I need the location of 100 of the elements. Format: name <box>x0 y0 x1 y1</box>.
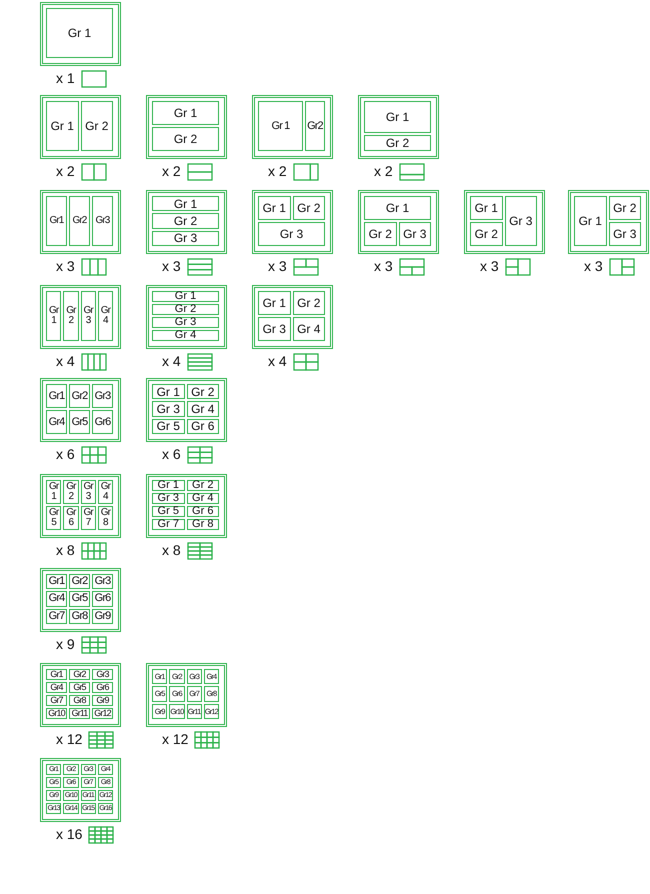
graph-pane: Gr2 <box>69 196 90 246</box>
count-label: x 3 <box>374 258 393 274</box>
graph-pane: Gr 1 <box>46 101 78 151</box>
graph-pane: Gr7 <box>46 695 67 706</box>
graph-pane: Gr 3 <box>258 222 325 246</box>
graph-pane: Gr2 <box>69 669 90 680</box>
count-label: x 3 <box>584 258 603 274</box>
layout-frame <box>252 95 333 159</box>
graph-pane: Gr8 <box>69 608 90 624</box>
graph-pane: Gr 8 <box>186 519 219 530</box>
count-label: x 8 <box>162 542 181 558</box>
graph-pane: Gr2 <box>304 101 325 151</box>
graph-pane: Gr 3 <box>152 401 184 417</box>
graph-pane: Gr 3 <box>80 480 96 504</box>
graph-pane: Gr 3 <box>152 493 184 504</box>
graph-pane: Gr 1 <box>152 384 184 400</box>
layout-frame <box>40 663 121 727</box>
count-label: x 2 <box>268 163 287 179</box>
graph-pane: Gr 8 <box>98 506 113 530</box>
graph-pane: Gr 6 <box>63 506 78 530</box>
graph-pane: Gr 4 <box>152 330 219 341</box>
graph-pane: Gr 3 <box>398 222 431 246</box>
graph-pane: Gr 4 <box>186 493 219 504</box>
graph-pane: Gr 3 <box>152 230 219 246</box>
count-label: x 9 <box>56 636 75 652</box>
graph-pane: Gr 1 <box>152 101 219 125</box>
graph-pane: Gr 2 <box>186 480 219 491</box>
count-label: x 4 <box>162 353 181 369</box>
count-label: x 4 <box>56 353 75 369</box>
layout-frame <box>252 285 333 349</box>
graph-pane: Gr 5 <box>46 506 62 530</box>
graph-pane: Gr 7 <box>152 519 184 530</box>
count-label: x 3 <box>480 258 499 274</box>
graph-pane: Gr5 <box>69 410 90 434</box>
count-label: x 12 <box>56 731 82 747</box>
graph-pane: Gr7 <box>46 608 67 624</box>
graph-pane: Gr4 <box>46 682 67 693</box>
graph-pane: Gr 1 <box>364 196 431 220</box>
graph-pane: Gr9 <box>92 695 113 706</box>
count-label: x 4 <box>268 353 287 369</box>
graph-pane: Gr 1 <box>46 291 62 341</box>
count-label: x 2 <box>162 163 181 179</box>
graph-pane: Gr 1 <box>258 291 290 315</box>
graph-pane: Gr 4 <box>292 317 325 341</box>
layout-frame <box>146 378 227 442</box>
graph-pane: Gr12 <box>92 708 113 719</box>
layout-frame <box>146 95 227 159</box>
layout-frame <box>146 190 227 254</box>
graph-pane: Gr 2 <box>292 291 325 315</box>
graph-pane: Gr 1 <box>258 101 303 151</box>
graph-pane: Gr 1 <box>152 480 184 491</box>
count-label: x 3 <box>162 258 181 274</box>
graph-pane: Gr 2 <box>608 196 641 220</box>
graph-pane: Gr 1 <box>152 291 219 302</box>
graph-pane: Gr 1 <box>258 196 290 220</box>
graph-pane: Gr 2 <box>364 135 431 151</box>
graph-pane: Gr4 <box>46 410 67 434</box>
layout-frame <box>358 190 439 254</box>
graph-pane: Gr 7 <box>80 506 96 530</box>
layout-frame <box>40 95 121 159</box>
graph-pane: Gr6 <box>92 410 113 434</box>
graph-pane: Gr 1 <box>46 480 62 504</box>
graph-pane: Gr 2 <box>292 196 325 220</box>
count-label: x 3 <box>56 258 75 274</box>
layout-frame <box>146 663 227 727</box>
count-label: x 8 <box>56 542 75 558</box>
layout-frame <box>146 285 227 349</box>
graph-pane: Gr 1 <box>364 101 431 134</box>
graph-pane: Gr 2 <box>152 213 219 229</box>
graph-pane: Gr2 <box>69 574 90 590</box>
graph-pane: Gr 2 <box>186 384 219 400</box>
graph-pane: Gr1 <box>46 384 67 408</box>
layout-frame <box>40 568 121 632</box>
graph-pane: Gr 3 <box>80 291 96 341</box>
graph-pane: Gr4 <box>46 591 67 607</box>
layout-frame <box>40 378 121 442</box>
graph-pane: Gr1 <box>46 574 67 590</box>
graph-pane: Gr10 <box>46 708 67 719</box>
layout-frame <box>40 2 121 66</box>
graph-pane: Gr 2 <box>80 101 113 151</box>
graph-pane: Gr 1 <box>152 196 219 212</box>
layout-frame <box>40 190 121 254</box>
count-label: x 6 <box>56 446 75 462</box>
graph-pane: Gr 1 <box>574 196 606 246</box>
count-label: x 12 <box>162 731 188 747</box>
graph-pane: Gr 3 <box>152 317 219 328</box>
layout-frame <box>358 95 439 159</box>
graph-pane: Gr 2 <box>470 222 502 246</box>
graph-pane: Gr 4 <box>98 480 113 504</box>
graph-pane: Gr 2 <box>152 127 219 151</box>
count-label: x 1 <box>56 70 75 86</box>
graph-pane: Gr 6 <box>186 418 219 434</box>
layout-frame <box>252 190 333 254</box>
graph-pane: Gr5 <box>69 682 90 693</box>
layout-frame <box>40 758 121 822</box>
graph-pane: Gr2 <box>69 384 90 408</box>
graph-pane: Gr3 <box>92 669 113 680</box>
graph-pane: Gr 2 <box>63 480 78 504</box>
graph-pane: Gr3 <box>92 196 113 246</box>
graph-pane: Gr 3 <box>258 317 290 341</box>
